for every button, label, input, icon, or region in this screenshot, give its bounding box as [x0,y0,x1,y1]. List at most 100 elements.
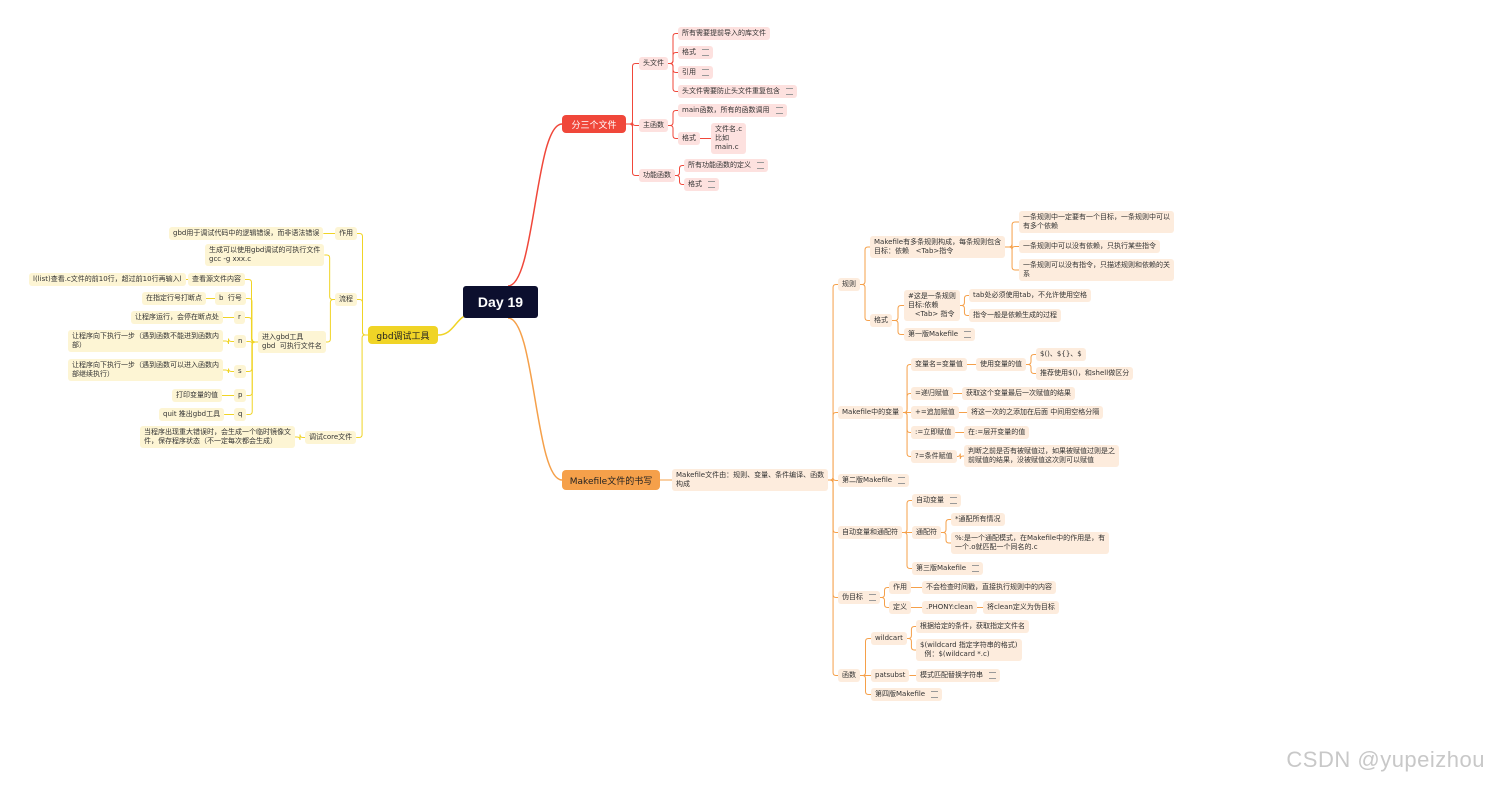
node-phony-1a[interactable]: 不会检查时间戳，直接执行规则中的内容 [922,581,1056,594]
branch-makefile[interactable]: Makefile文件的书写 [562,470,660,490]
node-fn-3[interactable]: 第四版Makefile [871,688,943,701]
branch-gdb[interactable]: gbd调试工具 [368,326,438,344]
node-g-l-a[interactable]: l(list)查看.c文件的前10行，超过前10行再输入l [29,273,186,286]
node-header[interactable]: 头文件 [639,57,668,70]
node-g-s-a[interactable]: 让程序向下执行一步（遇到函数可以进入函数内 部继续执行） [68,359,223,381]
node-var-3a[interactable]: 将这一次的之添加在后面 中间用空格分隔 [967,406,1104,419]
node-var-1[interactable]: 变量名=变量值 [911,358,967,371]
node-auto-2a[interactable]: *通配所有情况 [951,513,1005,526]
node-phony-2a[interactable]: .PHONY:clean [922,601,977,614]
node-func-2[interactable]: 格式 [684,178,719,191]
node-var-2[interactable]: =递归赋值 [911,387,953,400]
node-rule-a3[interactable]: 一条规则可以没有指令，只描述规则和依赖的关 系 [1019,259,1174,281]
node-fn-1a[interactable]: 根据给定的条件，获取指定文件名 [916,620,1029,633]
node-var-4a[interactable]: 在:=层开变量的值 [964,426,1030,439]
connector [507,123,563,287]
node-g-r[interactable]: r [234,311,245,324]
node-phony[interactable]: 伪目标 [838,591,880,604]
node-mk2-text: 第二版Makefile [842,476,893,484]
connector [668,52,678,64]
node-g-s[interactable]: s [234,365,246,378]
node-var-5a[interactable]: 判断之前是否有被赋值过，如果被赋值过则是之 前赋值的结果，没被赋值这次则可以赋值 [964,445,1119,467]
node-main-2a[interactable]: 文件名.c 比如 main.c [711,123,747,154]
node-var-1a[interactable]: 使用变量的值 [976,358,1026,371]
node-func[interactable]: 功能函数 [639,169,675,182]
node-g-r-a[interactable]: 让程序运行，会停在断点处 [131,311,223,324]
connector [1026,364,1036,374]
node-header-2[interactable]: 格式 [678,46,713,59]
node-var-1a1[interactable]: $()、${}、$ [1036,348,1086,361]
node-main-1[interactable]: main函数，所有的函数调用 [678,104,787,117]
node-g-p-a[interactable]: 打印变量的值 [172,389,222,402]
note-icon [757,161,764,169]
node-g-flow[interactable]: 流程 [335,293,357,306]
connector [246,341,258,415]
node-var-2a[interactable]: 获取这个变量最后一次赋值的结果 [962,387,1075,400]
node-fn-2a-text: 模式匹配替换字符串 [920,671,983,679]
node-var-1a2[interactable]: 推荐使用$()，和shell做区分 [1036,367,1134,380]
node-fn-2[interactable]: patsubst [871,669,910,682]
connector [892,305,904,321]
node-func-1[interactable]: 所有功能函数的定义 [684,159,768,172]
note-icon [989,671,996,679]
node-g-flow-a[interactable]: 生成可以使用gbd调试的可执行文件 gcc -g xxx.c [205,244,325,266]
node-func-1-text: 所有功能函数的定义 [688,161,751,169]
connector [903,393,911,413]
connector [860,675,871,695]
node-fmt-a[interactable]: #这是一条规则 目标:依赖 <Tab> 指令 [904,290,960,321]
node-fmt[interactable]: 格式 [870,314,892,327]
node-g-p[interactable]: p [234,389,247,402]
node-g-b-a[interactable]: 在指定行号打断点 [142,292,206,305]
node-mk2[interactable]: 第二版Makefile [838,474,910,487]
node-g-l[interactable]: 查看源文件内容 [188,273,245,286]
node-var-5[interactable]: ?=条件赋值 [911,450,957,463]
node-auto-2[interactable]: 通配符 [912,526,941,539]
node-header-1[interactable]: 所有需要提前导入的库文件 [678,27,770,40]
node-auto-3[interactable]: 第三版Makefile [912,562,984,575]
node-main-2[interactable]: 格式 [678,132,700,145]
node-rule-a1[interactable]: 一条规则中一定要有一个目标，一条规则中可以 有多个依赖 [1019,211,1174,233]
node-fmt-a2[interactable]: 指令一般是依赖生成的过程 [969,309,1061,322]
node-auto-1[interactable]: 自动变量 [912,494,961,507]
node-fn-1[interactable]: wildcart [871,632,907,645]
node-g-core-a[interactable]: 当程序出现重大错误时，会生成一个临时镜像文 件，保存程序状态（不一定每次都会生成… [140,426,295,448]
node-var[interactable]: Makefile中的变量 [838,406,904,419]
node-rule-a[interactable]: Makefile有多条规则构成，每条规则包含 目标：依赖 <Tab>指令 [870,236,1006,258]
node-phony-2[interactable]: 定义 [889,601,911,614]
connector [902,532,912,569]
node-main[interactable]: 主函数 [639,119,668,132]
node-header-3[interactable]: 引用 [678,66,713,79]
node-mk-intro[interactable]: Makefile文件由：规则、变量、条件编译、函数 构成 [672,469,829,491]
node-auto-2b[interactable]: %:是一个通配模式，在Makefile中的作用是，有 一个.o就匹配一个同名的.… [951,532,1110,554]
node-g-n[interactable]: n [234,335,247,348]
node-header-4[interactable]: 头文件需要防止头文件重复包含 [678,85,797,98]
node-g-use-a[interactable]: gbd用于调试代码中的逻辑错误，而非语法错误 [169,227,324,240]
node-fmt-b[interactable]: 第一版Makefile [904,328,976,341]
node-fn-1b[interactable]: $(wildcard 指定字符串的格式) 例：$(wildcard *.c) [916,639,1022,661]
node-phony-2b[interactable]: 将clean定义为伪目标 [983,601,1059,614]
node-g-core[interactable]: 调试core文件 [305,431,357,444]
note-icon [898,476,906,484]
root-topic[interactable]: Day 19 [463,286,538,318]
node-rule-a2[interactable]: 一条规则中可以没有依赖，只执行某些指令 [1019,240,1160,253]
node-phony-1[interactable]: 作用 [889,581,911,594]
node-main-1-text: main函数，所有的函数调用 [682,106,770,114]
node-rule[interactable]: 规则 [838,278,860,291]
node-fn[interactable]: 函数 [838,669,860,682]
connector [903,412,911,457]
node-var-3[interactable]: +=追加赋值 [911,406,959,419]
branch-three-files[interactable]: 分三个文件 [562,115,626,133]
connector [507,317,563,481]
node-g-q-a[interactable]: quit 推出gbd工具 [159,408,225,421]
node-var-4[interactable]: :=立即赋值 [911,426,956,439]
note-icon [708,180,715,188]
node-g-use[interactable]: 作用 [335,227,357,240]
node-g-flow-b[interactable]: 进入gbd工具 gbd 可执行文件名 [258,331,326,353]
node-g-n-a[interactable]: 让程序向下执行一步（遇到函数不能进到函数内 部） [68,330,223,352]
node-fmt-a1[interactable]: tab处必须使用tab，不允许使用空格 [969,289,1091,302]
node-g-q[interactable]: q [234,408,247,421]
node-fn-2a[interactable]: 模式匹配替换字符串 [916,669,1000,682]
node-auto[interactable]: 自动变量和通配符 [838,526,902,539]
node-g-b[interactable]: b 行号 [215,292,246,305]
